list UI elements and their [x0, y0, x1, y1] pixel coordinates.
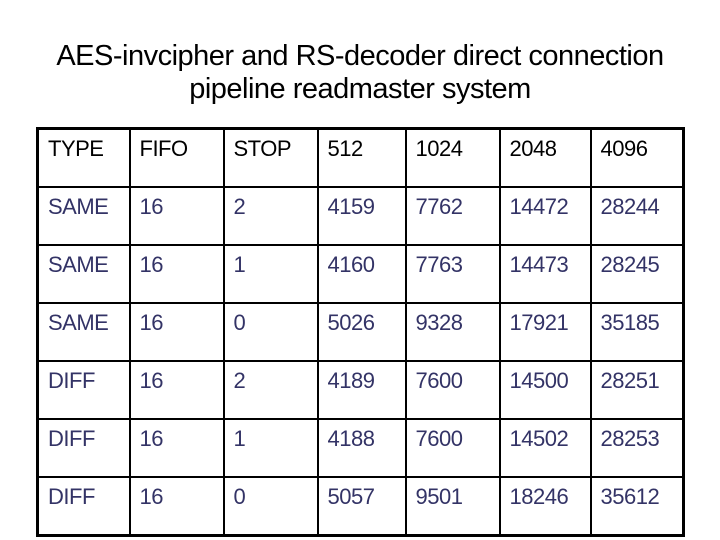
table-cell: DIFF: [36, 360, 131, 420]
column-header-stop: STOP: [222, 127, 319, 188]
table-cell: 7600: [404, 418, 501, 478]
table-cell: 1: [222, 418, 319, 478]
table-cell: 0: [222, 476, 319, 537]
table-cell: 4189: [316, 360, 407, 420]
table-cell: 35185: [589, 302, 685, 362]
table-cell: SAME: [36, 302, 131, 362]
table-cell: 4160: [316, 244, 407, 304]
table-cell: 18246: [498, 476, 592, 537]
table-cell: SAME: [36, 186, 131, 246]
table-cell: 28245: [589, 244, 685, 304]
table-cell: 14502: [498, 418, 592, 478]
table-cell: 28253: [589, 418, 685, 478]
table-cell: 14500: [498, 360, 592, 420]
table-cell: 16: [128, 186, 225, 246]
table-cell: 1: [222, 244, 319, 304]
table-cell: 2: [222, 186, 319, 246]
table-cell: 16: [128, 418, 225, 478]
column-header-1024: 1024: [404, 127, 501, 188]
table-cell: 28244: [589, 186, 685, 246]
table-cell: 16: [128, 302, 225, 362]
table-cell: DIFF: [36, 418, 131, 478]
table-cell: 7600: [404, 360, 501, 420]
table-cell: 7763: [404, 244, 501, 304]
table-cell: 4188: [316, 418, 407, 478]
column-header-512: 512: [316, 127, 407, 188]
column-header-2048: 2048: [498, 127, 592, 188]
slide-title-line1: AES-invcipher and RS-decoder direct conn…: [56, 40, 664, 72]
table-cell: 0: [222, 302, 319, 362]
column-header-type: TYPE: [36, 127, 131, 188]
table-cell: DIFF: [36, 476, 131, 537]
column-header-fifo: FIFO: [128, 127, 225, 188]
slide-title: AES-invcipher and RS-decoder direct conn…: [0, 40, 720, 106]
table-cell: 14473: [498, 244, 592, 304]
table-cell: SAME: [36, 244, 131, 304]
table-cell: 5057: [316, 476, 407, 537]
table-cell: 14472: [498, 186, 592, 246]
table-cell: 2: [222, 360, 319, 420]
table-cell: 28251: [589, 360, 685, 420]
table-cell: 16: [128, 244, 225, 304]
column-header-4096: 4096: [589, 127, 685, 188]
table-cell: 17921: [498, 302, 592, 362]
table-cell: 9501: [404, 476, 501, 537]
table-cell: 16: [128, 476, 225, 537]
table-cell: 9328: [404, 302, 501, 362]
table-cell: 35612: [589, 476, 685, 537]
table-cell: 4159: [316, 186, 407, 246]
table-cell: 5026: [316, 302, 407, 362]
slide-title-line2: pipeline readmaster system: [189, 73, 531, 105]
table-cell: 16: [128, 360, 225, 420]
table-cell: 7762: [404, 186, 501, 246]
